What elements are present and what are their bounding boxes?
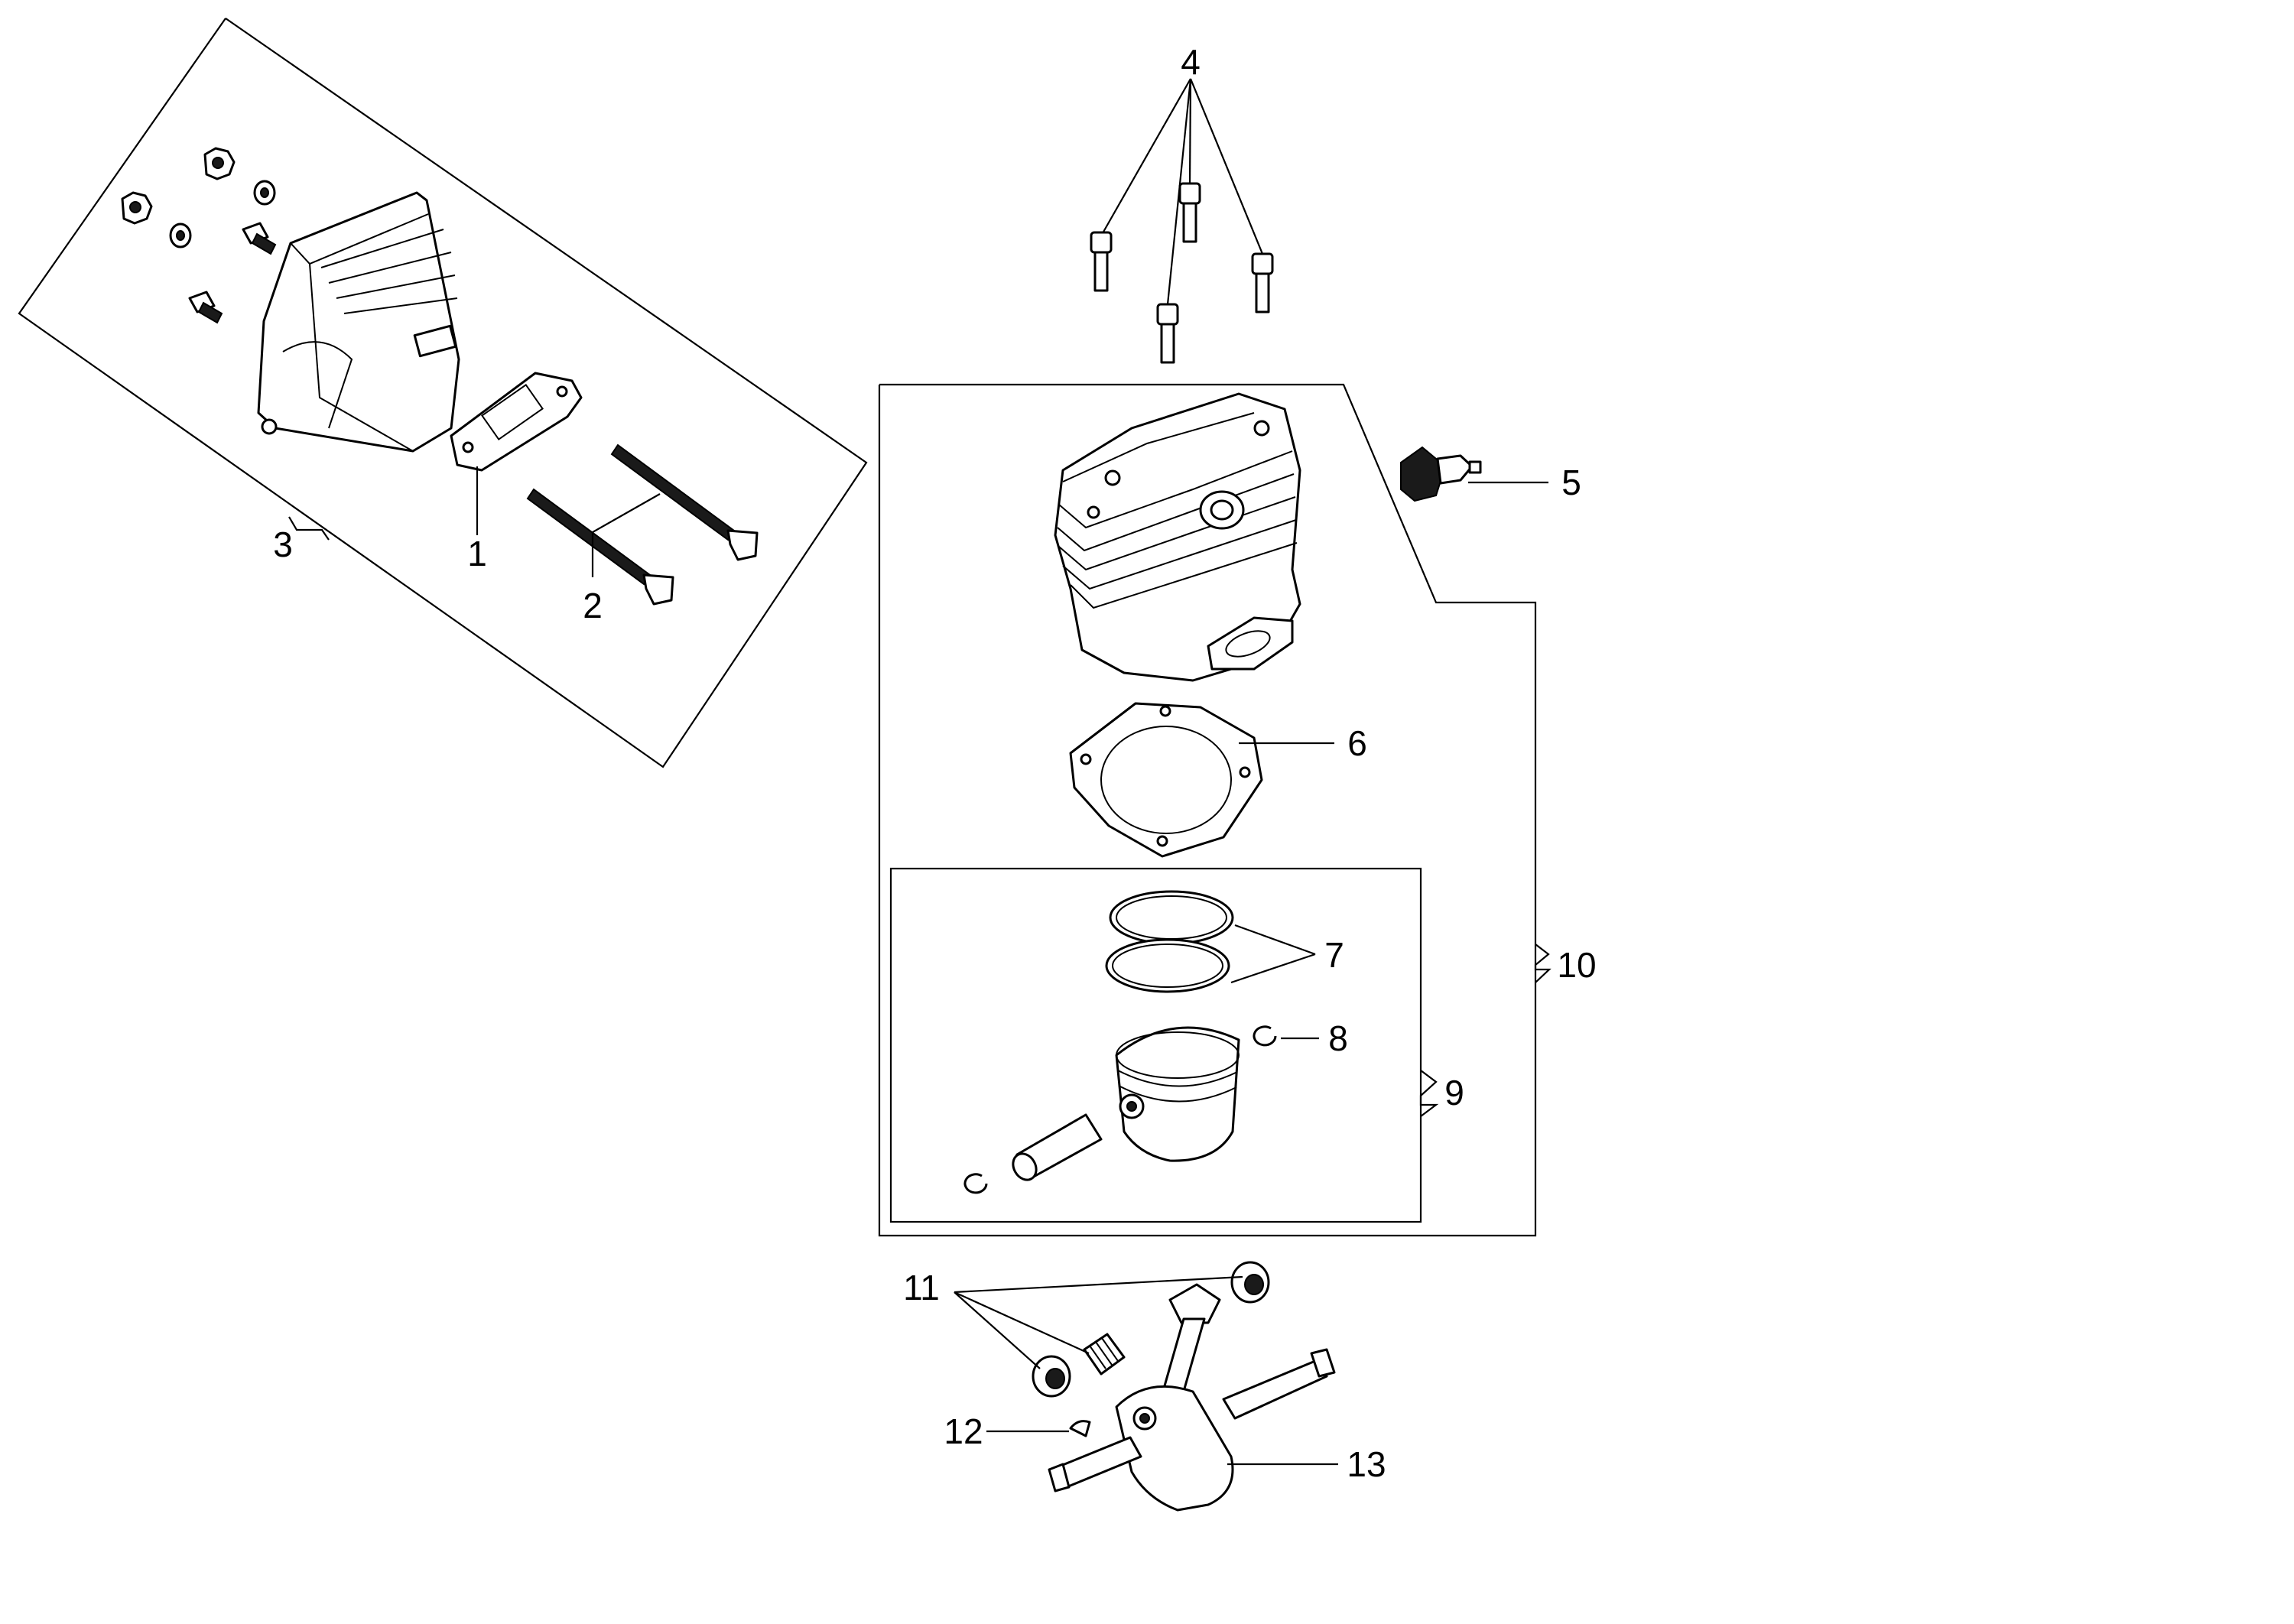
callout-10: 10 (1557, 945, 1596, 985)
socket-head-screw-icon (1178, 182, 1201, 243)
socket-head-screw-icon (1156, 303, 1179, 364)
socket-head-screw-icon (188, 291, 223, 324)
callout-5: 5 (1561, 463, 1581, 502)
muffler-bolt-icon (610, 443, 759, 561)
nut-icon (203, 147, 236, 180)
circlip-icon (963, 1173, 988, 1194)
needle-bearing-icon (1083, 1333, 1126, 1376)
piston-pin-icon (1012, 1113, 1103, 1181)
socket-head-screw-icon (1251, 252, 1274, 313)
woodruff-key-icon (1069, 1420, 1091, 1437)
callout-12: 12 (944, 1411, 983, 1451)
piston-kit-frame (889, 867, 1439, 1223)
cylinder-gasket-icon (1069, 702, 1263, 858)
washer-icon (253, 180, 276, 206)
callout-7: 7 (1324, 935, 1344, 975)
socket-head-screw-icon (1090, 231, 1113, 292)
muffler-group-frame (18, 18, 868, 768)
callout-2: 2 (583, 586, 603, 625)
oil-seal-icon (1230, 1261, 1270, 1304)
crankshaft-icon (1048, 1283, 1336, 1512)
callout-1: 1 (467, 534, 487, 573)
callout-6: 6 (1347, 723, 1367, 763)
piston-icon (1115, 1026, 1240, 1162)
nut-icon (121, 191, 153, 225)
washer-icon (169, 222, 192, 248)
callout-4: 4 (1181, 42, 1201, 82)
oil-seal-icon (1032, 1355, 1071, 1398)
spark-plug-icon (1400, 446, 1482, 502)
piston-ring-icon (1109, 890, 1234, 945)
circlip-icon (1253, 1025, 1277, 1047)
callout-11: 11 (903, 1268, 940, 1307)
callout-8: 8 (1328, 1018, 1348, 1058)
callout-9: 9 (1444, 1073, 1464, 1112)
cylinder-kit-frame (878, 383, 1552, 1237)
muffler-bolt-icon (526, 488, 674, 606)
muffler-gasket-icon (450, 372, 583, 472)
socket-head-screw-icon (242, 222, 277, 255)
piston-ring-icon (1105, 938, 1230, 993)
muffler-icon (257, 191, 460, 453)
callout-3: 3 (273, 525, 293, 564)
callout-13: 13 (1347, 1444, 1386, 1484)
cylinder-icon (1054, 392, 1301, 682)
